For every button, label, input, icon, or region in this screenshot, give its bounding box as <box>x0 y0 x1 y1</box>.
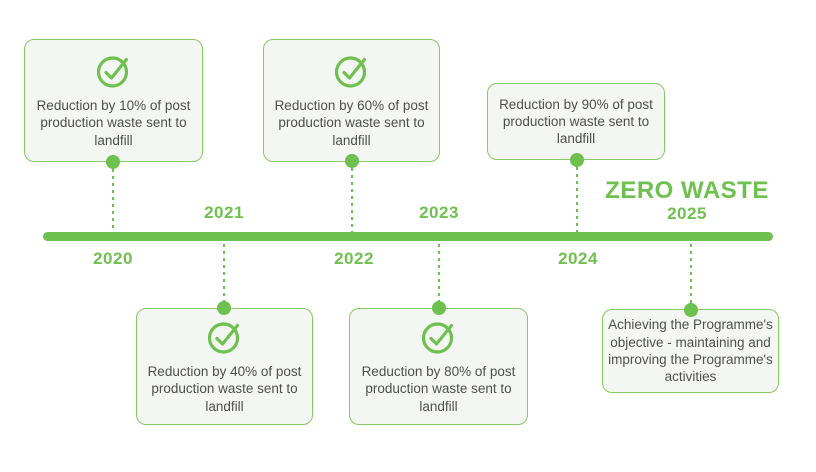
milestone-card-2020: Reduction by 10% of post production wast… <box>24 39 203 162</box>
check-circle-icon <box>333 52 371 90</box>
check-circle-icon <box>206 318 244 356</box>
check-circle-icon <box>420 318 458 356</box>
connector-2022 <box>351 161 353 236</box>
check-circle-icon <box>95 52 133 90</box>
milestone-text: Reduction by 60% of post production wast… <box>274 98 429 148</box>
timeline-bar <box>43 232 773 241</box>
milestone-card-2021: Reduction by 40% of post production wast… <box>136 308 313 425</box>
milestone-card-2022: Reduction by 60% of post production wast… <box>263 39 440 162</box>
milestone-text: Reduction by 40% of post production wast… <box>147 364 302 414</box>
year-label-2024: 2024 <box>558 249 598 268</box>
timeline-dot-2020 <box>106 155 120 169</box>
year-label-2022: 2022 <box>334 249 374 268</box>
connector-2023 <box>438 237 440 308</box>
milestone-text: Reduction by 10% of post production wast… <box>36 98 191 148</box>
timeline-dot-2023 <box>432 301 446 315</box>
milestone-text: Achieving the Programme's objective - ma… <box>608 317 773 385</box>
timeline-dot-2024 <box>570 153 584 167</box>
milestone-card-2025: Achieving the Programme's objective - ma… <box>602 309 779 393</box>
milestone-card-2023: Reduction by 80% of post production wast… <box>349 308 528 425</box>
connector-2024 <box>576 160 578 236</box>
milestone-card-2024: Reduction by 90% of post production wast… <box>487 83 665 160</box>
connector-2020 <box>112 162 114 236</box>
timeline-dot-2021 <box>217 301 231 315</box>
timeline-title: ZERO WASTE <box>605 177 769 204</box>
year-label-2021: 2021 <box>204 203 244 222</box>
timeline-dot-2025 <box>684 303 698 317</box>
connector-2021 <box>223 237 225 308</box>
timeline-dot-2022 <box>345 154 359 168</box>
year-label-2025: 2025 <box>667 204 707 223</box>
connector-2025 <box>690 237 692 310</box>
milestone-text: Reduction by 90% of post production wast… <box>499 96 653 147</box>
year-label-2023: 2023 <box>419 203 459 222</box>
year-label-2020: 2020 <box>93 249 133 268</box>
milestone-text: Reduction by 80% of post production wast… <box>361 364 516 414</box>
